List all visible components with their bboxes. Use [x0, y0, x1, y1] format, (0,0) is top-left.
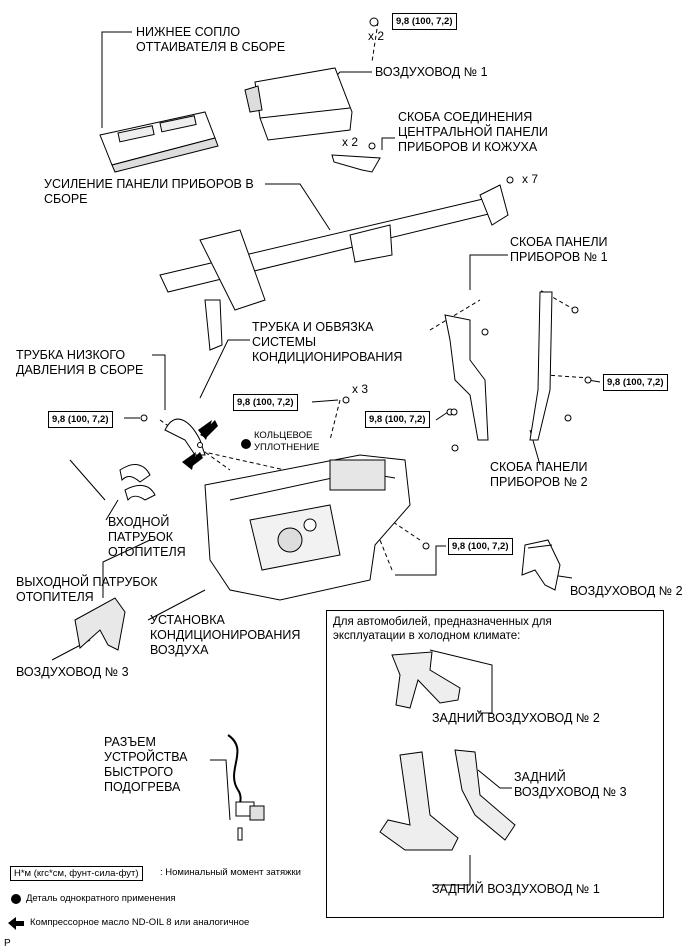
panel-bracket-1-label: СКОБА ПАНЕЛИ ПРИБОРОВ № 1: [510, 235, 608, 264]
cold-climate-panel: [326, 610, 664, 918]
center-panel-bracket-label: СКОБА СОЕДИНЕНИЯ ЦЕНТРАЛЬНОЙ ПАНЕЛИ ПРИБ…: [398, 110, 548, 154]
heater-outlet-label: ВЫХОДНОЙ ПАТРУБОК ОТОПИТЕЛЯ: [16, 575, 158, 604]
torque-box-center: 9,8 (100, 7,2): [233, 394, 298, 411]
oil-arrow-icon: [182, 420, 218, 470]
lower-defroster-nozzle-label: НИЖНЕЕ СОПЛО ОТТАИВАТЕЛЯ В СБОРЕ: [136, 25, 286, 54]
qty-x3: x 3: [352, 382, 369, 396]
rear-air-duct-3-part: [454, 749, 516, 841]
panel-bracket-2-label: СКОБА ПАНЕЛИ ПРИБОРОВ № 2: [490, 460, 588, 489]
panel-bracket-2-part: [529, 291, 579, 441]
air-duct-2-label: ВОЗДУХОВОД № 2: [570, 584, 683, 598]
ac-unit-label: УСТАНОВКА КОНДИЦИОНИРОВАНИЯ ВОЗДУХА: [150, 613, 301, 657]
legend-torque-desc: : Номинальный момент затяжки: [160, 867, 301, 878]
air-duct-1-part: [244, 67, 353, 141]
legend-non-reusable: Деталь однократного применения: [26, 893, 176, 904]
torque-box-bracket1: 9,8 (100, 7,2): [365, 411, 430, 428]
torque-box-top: 9,8 (100, 7,2): [392, 13, 457, 30]
rear-air-duct-1-label: ЗАДНИЙ ВОЗДУХОВОД № 1: [432, 882, 600, 896]
corner-mark: P: [4, 938, 11, 949]
qty-x2-top: x 2: [368, 29, 385, 43]
legend-arrow-icon: [8, 917, 24, 930]
rear-air-duct-2-part: [391, 651, 461, 709]
legend-torque-unit: Н*м (кгс*см, фунт-сила-фут): [10, 866, 143, 881]
air-duct-3-label: ВОЗДУХОВОД № 3: [16, 665, 129, 679]
torque-box-lower: 9,8 (100, 7,2): [448, 538, 513, 555]
air-duct-2-part: [521, 539, 561, 591]
torque-box-right: 9,8 (100, 7,2): [603, 374, 668, 391]
air-duct-3-part: [74, 597, 126, 651]
panel-reinforcement-label: УСИЛЕНИЕ ПАНЕЛИ ПРИБОРОВ В СБОРЕ: [44, 177, 254, 206]
o-ring-label: КОЛЬЦЕВОЕ УПЛОТНЕНИЕ: [254, 430, 320, 453]
rear-air-duct-3-label: ЗАДНИЙ ВОЗДУХОВОД № 3: [514, 770, 627, 799]
ac-tube-part: [164, 418, 206, 456]
ac-unit-part: [204, 454, 411, 601]
low-pressure-tube-label: ТРУБКА НИЗКОГО ДАВЛЕНИЯ В СБОРЕ: [16, 348, 144, 377]
heater-hoses-part: [119, 464, 156, 502]
air-duct-1-label: ВОЗДУХОВОД № 1: [375, 65, 488, 79]
qty-x7: x 7: [522, 172, 539, 186]
center-bracket-part: [331, 142, 381, 173]
o-ring-icon: [241, 439, 251, 449]
rear-air-duct-2-label: ЗАДНИЙ ВОЗДУХОВОД № 2: [432, 711, 600, 725]
panel-bracket-1-part: [444, 314, 489, 452]
quick-heater-connector-label: РАЗЪЕМ УСТРОЙСТВА БЫСТРОГО ПОДОГРЕВА: [104, 735, 188, 794]
heater-inlet-label: ВХОДНОЙ ПАТРУБОК ОТОПИТЕЛЯ: [108, 515, 186, 559]
qty-x2-bracket: x 2: [342, 135, 359, 149]
torque-box-left: 9,8 (100, 7,2): [48, 411, 113, 428]
cold-climate-title: Для автомобилей, предназначенных для экс…: [333, 616, 552, 642]
defroster-nozzle-part: [99, 111, 219, 173]
legend-compressor-oil: Компрессорное масло ND-OIL 8 или аналоги…: [30, 917, 250, 928]
heater-connector-part: [227, 734, 265, 841]
fastener-icons: [140, 17, 592, 550]
ac-tube-label: ТРУБКА И ОБВЯЗКА СИСТЕМЫ КОНДИЦИОНИРОВАН…: [252, 320, 403, 364]
legend-circle-icon: [11, 894, 21, 904]
reinforcement-beam-part: [159, 176, 514, 351]
rear-air-duct-1-part: [379, 751, 459, 851]
